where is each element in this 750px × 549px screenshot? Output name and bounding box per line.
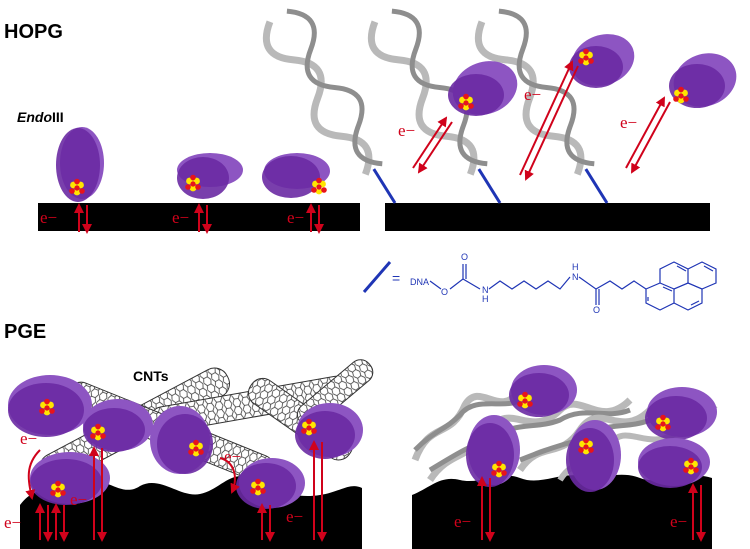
- dna-mediated-ct-arrow: e−: [398, 116, 453, 174]
- dna-duplex: [367, 8, 502, 204]
- endoiii-protein: [638, 438, 710, 488]
- legend-n1: N: [482, 285, 489, 295]
- electron-label: e−: [524, 85, 541, 104]
- legend-dna: DNA: [410, 277, 429, 287]
- legend-equals: =: [392, 270, 400, 286]
- pge-label: PGE: [4, 321, 46, 343]
- endoiii-protein: [645, 387, 717, 440]
- legend-n2: N: [572, 272, 579, 282]
- endoiii-protein: [30, 452, 110, 505]
- electron-transfer-arrow: e−: [454, 476, 495, 542]
- endoiii-label: EndoIII: [17, 109, 64, 125]
- linker-legend-line: [362, 261, 392, 293]
- electron-label: e−: [20, 429, 37, 448]
- electron-label: e−: [287, 208, 304, 227]
- dna-duplex: [262, 8, 397, 204]
- endoiii-protein: [56, 127, 104, 202]
- legend-h1: H: [482, 294, 489, 304]
- hopg-label: HOPG: [4, 21, 63, 43]
- endoiii-protein: [262, 153, 330, 198]
- legend-o-carbonyl: O: [461, 252, 468, 262]
- dna-duplex: [474, 8, 609, 204]
- linker-structure: [429, 261, 717, 311]
- electron-label: e−: [4, 513, 21, 532]
- electron-transfer-arrow: e−: [670, 483, 706, 542]
- endoiii-protein: [8, 375, 92, 437]
- endoiii-protein: [83, 399, 153, 452]
- linker-legend: = DNA O O N H H N O: [362, 252, 717, 315]
- endoiii-protein: [448, 61, 518, 116]
- electron-transfer-arrow: e− e−: [219, 440, 327, 542]
- legend-o-amide: O: [593, 305, 600, 315]
- electron-label: e−: [620, 113, 637, 132]
- electron-label: e−: [70, 490, 87, 509]
- electron-label: e−: [40, 208, 57, 227]
- endoiii-protein: [509, 365, 577, 417]
- endoiii-protein: [466, 415, 520, 487]
- electron-transfer-arrow: e− e− e−: [4, 429, 107, 542]
- electron-transfer-arrow: e−: [40, 203, 92, 234]
- pyrene-linker: [584, 168, 609, 204]
- endoiii-label-plain: III: [52, 109, 64, 125]
- hopg-electrode-right: [385, 203, 710, 231]
- electron-label: e−: [670, 512, 687, 531]
- endoiii-protein: [669, 53, 737, 108]
- electron-transfer-arrow: e−: [287, 203, 324, 234]
- pge-electrode-right: [412, 474, 712, 549]
- legend-o-ether: O: [441, 287, 448, 297]
- endoiii-protein: [236, 458, 305, 509]
- cnts-label: CNTs: [133, 368, 169, 384]
- dna-mediated-ct-arrow: e−: [620, 96, 671, 174]
- dna-mediated-ct-arrow: e−: [519, 60, 579, 181]
- endoiii-protein: [150, 406, 213, 474]
- electron-label: e−: [398, 121, 415, 140]
- endoiii-protein: [569, 34, 635, 88]
- endoiii-protein: [177, 153, 243, 199]
- electron-label: e−: [172, 208, 189, 227]
- endoiii-label-italic: Endo: [17, 109, 52, 125]
- endoiii-protein: [566, 420, 621, 492]
- electron-transfer-arrow: e−: [172, 203, 212, 234]
- electron-label: e−: [286, 507, 303, 526]
- electron-label: e−: [454, 512, 471, 531]
- pyrene-linker: [372, 168, 397, 204]
- electron-label: e−: [224, 447, 241, 466]
- pyrene-linker: [477, 168, 502, 204]
- legend-h2: H: [572, 262, 579, 272]
